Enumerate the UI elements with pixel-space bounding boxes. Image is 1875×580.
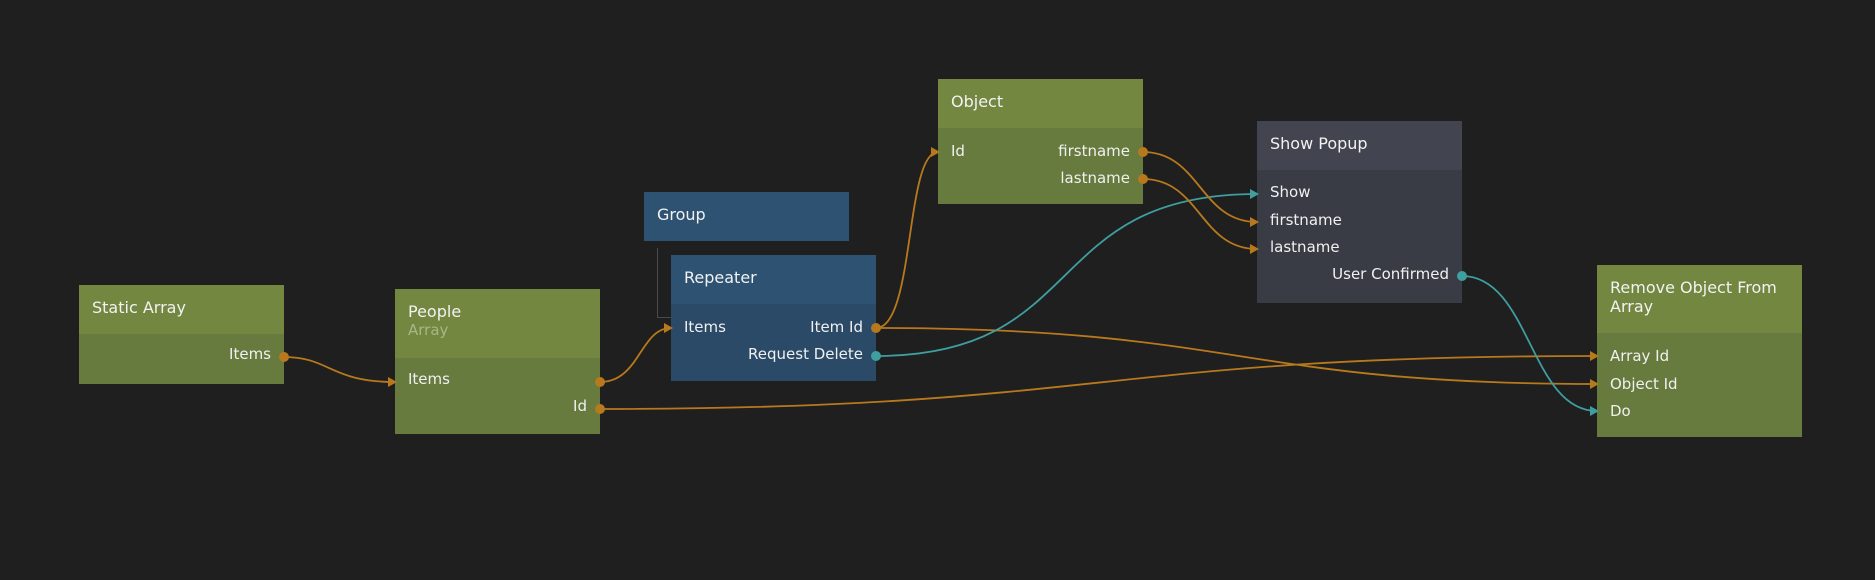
port-show-popup-show-in[interactable]: Show [1270,183,1311,201]
wire-show-popup-confirmed-to-remove-do[interactable] [1461,275,1598,412]
wire-repeater-itemid-to-object-id[interactable] [875,151,939,329]
hierarchy-connector [657,248,672,318]
node-repeater-body: Items Item Id Request Delete [671,304,876,381]
wire-static-array-to-people[interactable] [283,356,396,383]
node-static-array-header[interactable]: Static Array [79,285,284,334]
node-people[interactable]: People Array Items Id [395,289,600,434]
node-repeater[interactable]: Repeater Items Item Id Request Delete [671,255,876,381]
node-people-header[interactable]: People Array [395,289,600,358]
node-show-popup-header[interactable]: Show Popup [1257,121,1462,170]
port-object-id-in[interactable]: Id [951,142,965,160]
port-remove-object-array-id-in[interactable]: Array Id [1610,347,1670,365]
node-object-title: Object [951,92,1004,111]
node-group[interactable]: Group [644,192,849,241]
node-static-array[interactable]: Static Array Items [79,285,284,384]
wire-repeater-itemid-to-remove-object-id[interactable] [875,327,1598,385]
port-repeater-items-in[interactable]: Items [684,318,726,336]
port-people-id-out[interactable]: Id [573,397,587,415]
port-object-lastname-out[interactable]: lastname [1060,169,1130,187]
port-remove-object-do-in[interactable]: Do [1610,402,1631,420]
port-repeater-item-id-out[interactable]: Item Id [810,318,863,336]
node-object[interactable]: Object Id firstname lastname [938,79,1143,204]
node-people-body: Items Id [395,358,600,434]
node-repeater-title: Repeater [684,268,757,287]
node-show-popup-title: Show Popup [1270,134,1368,153]
node-repeater-header[interactable]: Repeater [671,255,876,304]
wire-object-firstname-to-show-popup[interactable] [1142,151,1258,223]
port-people-items-in[interactable]: Items [408,370,450,388]
node-remove-object-from-array[interactable]: Remove Object From Array Array Id Object… [1597,265,1802,437]
node-remove-object-header[interactable]: Remove Object From Array [1597,265,1802,333]
port-show-popup-lastname-in[interactable]: lastname [1270,238,1340,256]
node-show-popup[interactable]: Show Popup Show firstname lastname User … [1257,121,1462,303]
node-static-array-body: Items [79,334,284,384]
node-group-title: Group [657,205,706,224]
node-remove-object-body: Array Id Object Id Do [1597,333,1802,437]
wire-repeater-delete-to-show-popup[interactable] [875,193,1258,357]
wire-people-items-to-repeater[interactable] [599,327,672,383]
node-people-subtitle: Array [408,321,449,339]
node-remove-object-title: Remove Object From Array [1610,278,1777,316]
port-static-array-items-out[interactable]: Items [229,345,271,363]
node-static-array-title: Static Array [92,298,186,317]
port-object-firstname-out[interactable]: firstname [1058,142,1130,160]
wire-object-lastname-to-show-popup[interactable] [1142,178,1258,250]
port-repeater-request-delete-out[interactable]: Request Delete [748,345,863,363]
port-show-popup-user-confirmed-out[interactable]: User Confirmed [1332,265,1449,283]
node-people-title: People [408,302,462,321]
node-object-header[interactable]: Object [938,79,1143,128]
port-show-popup-firstname-in[interactable]: firstname [1270,211,1342,229]
node-show-popup-body: Show firstname lastname User Confirmed [1257,170,1462,303]
node-group-header[interactable]: Group [644,192,849,241]
node-object-body: Id firstname lastname [938,128,1143,204]
port-remove-object-object-id-in[interactable]: Object Id [1610,375,1678,393]
